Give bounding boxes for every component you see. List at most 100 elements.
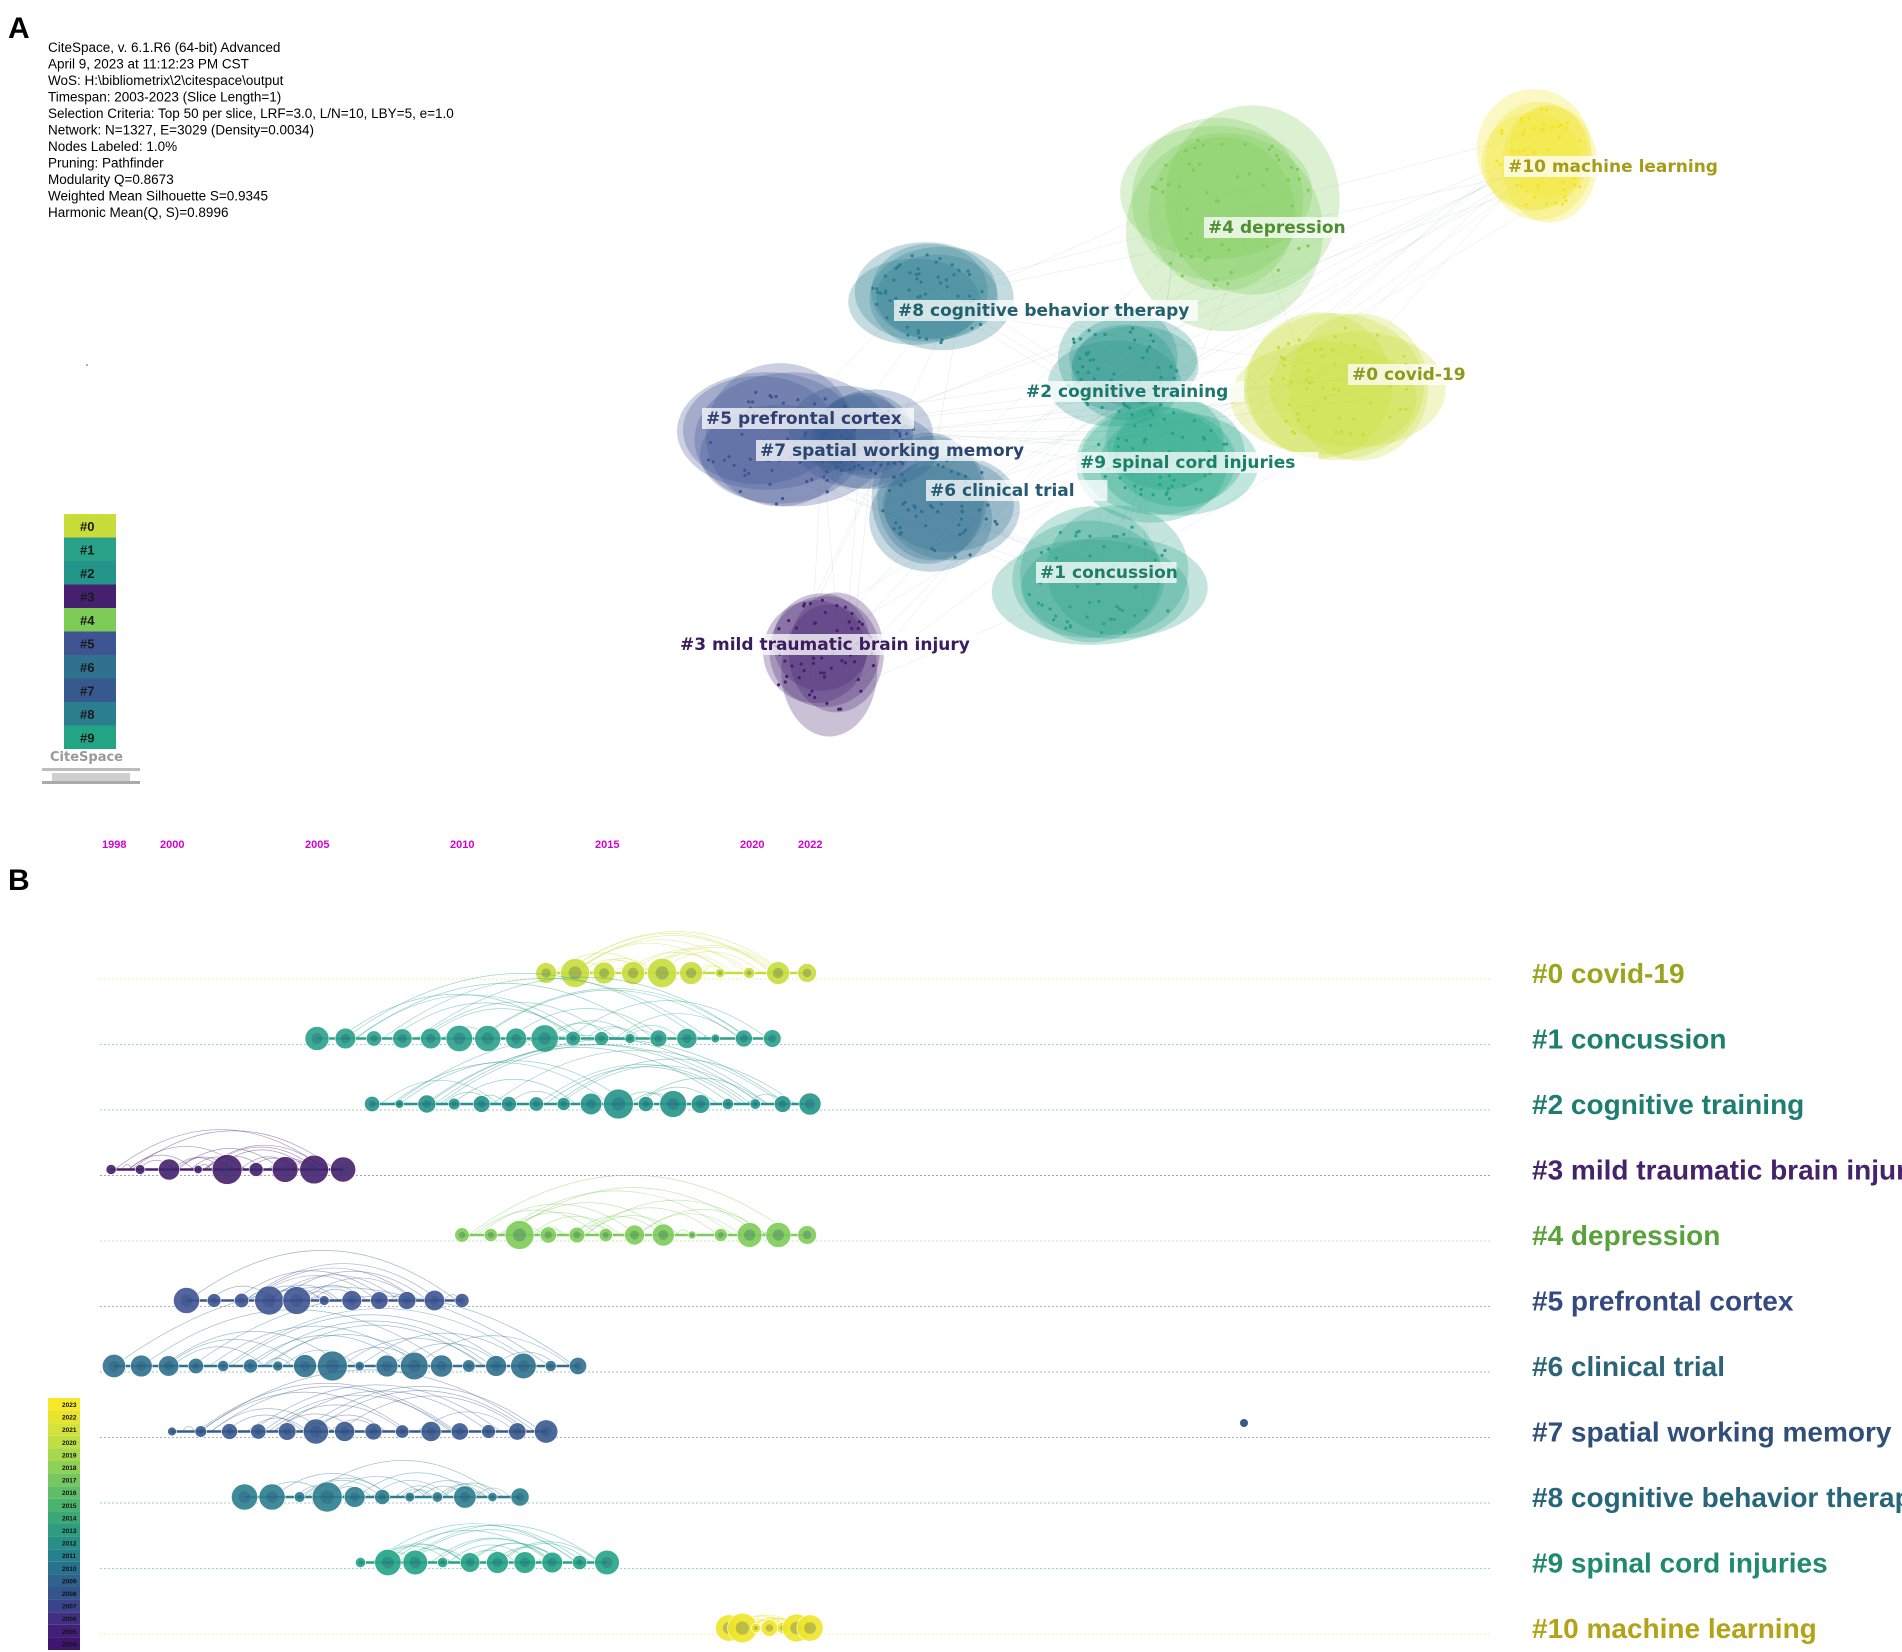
cluster-node bbox=[1306, 244, 1310, 248]
year-legend-swatch bbox=[48, 1612, 80, 1625]
cluster-node bbox=[928, 503, 933, 508]
cluster-node bbox=[1159, 177, 1164, 181]
timeline-node bbox=[282, 1286, 311, 1315]
cluster-node bbox=[1348, 432, 1352, 436]
timeline-node-core bbox=[455, 1427, 464, 1436]
cluster-node bbox=[887, 488, 892, 493]
year-legend-swatch bbox=[48, 1448, 80, 1461]
cluster-node bbox=[799, 662, 803, 666]
cluster-node bbox=[1132, 338, 1137, 342]
timeline-node bbox=[690, 1094, 711, 1114]
citation-arc bbox=[269, 1274, 400, 1301]
cluster-label: #9 spinal cord injuries bbox=[1080, 453, 1295, 473]
timeline-node bbox=[341, 1290, 362, 1311]
cluster-node bbox=[1275, 154, 1279, 158]
panel-b-letter: B bbox=[8, 864, 30, 897]
cluster-label: #2 cognitive training bbox=[1026, 382, 1228, 402]
timeline-node-core bbox=[368, 1100, 376, 1108]
legend-swatch bbox=[64, 725, 116, 749]
cluster-node bbox=[888, 299, 892, 303]
timeline-node bbox=[568, 1226, 586, 1244]
timeline-node-core bbox=[422, 1099, 431, 1109]
cluster-node bbox=[1091, 358, 1096, 362]
citation-arc bbox=[440, 1482, 504, 1498]
citation-arc bbox=[171, 1346, 266, 1367]
cluster-node bbox=[1265, 167, 1269, 172]
cluster-blob bbox=[1021, 536, 1208, 639]
cluster-node bbox=[1498, 162, 1502, 166]
cluster-node bbox=[978, 322, 983, 327]
cluster-node bbox=[876, 290, 880, 294]
cluster-node bbox=[825, 490, 829, 494]
info-line: Network: N=1327, E=3029 (Density=0.0034) bbox=[48, 123, 314, 138]
cluster-node bbox=[912, 504, 916, 508]
cluster-node bbox=[811, 656, 816, 660]
year-legend-label: 2016 bbox=[62, 1490, 77, 1497]
timeline-node-core bbox=[744, 1229, 756, 1241]
citation-arc bbox=[393, 1035, 769, 1105]
citation-arc bbox=[413, 1335, 571, 1367]
timeline-node-core bbox=[586, 1099, 596, 1109]
cluster-node bbox=[1290, 165, 1294, 170]
cluster-node bbox=[1125, 404, 1129, 409]
cluster-node bbox=[883, 274, 887, 278]
timeline-node bbox=[1240, 1419, 1248, 1427]
network-edge bbox=[915, 505, 1080, 563]
timeline-node bbox=[647, 958, 678, 988]
cluster-node bbox=[770, 468, 774, 472]
timeline-label: #10 machine learning bbox=[1532, 1613, 1817, 1644]
citation-arc bbox=[113, 1286, 550, 1367]
cluster-node bbox=[1276, 345, 1281, 349]
cluster-node bbox=[1123, 486, 1127, 490]
year-legend-label: 2007 bbox=[62, 1604, 77, 1611]
network-edge bbox=[933, 207, 1217, 482]
cluster-node bbox=[908, 271, 912, 275]
cluster-node bbox=[1220, 243, 1224, 247]
timeline-node-core bbox=[320, 1490, 334, 1504]
timeline-node-core bbox=[725, 1101, 731, 1107]
timeline-node-core bbox=[440, 1560, 446, 1565]
timeline-label: #0 covid-19 bbox=[1532, 958, 1685, 989]
cluster-node bbox=[1139, 492, 1143, 497]
cluster-node bbox=[1284, 419, 1288, 423]
cluster-node bbox=[1333, 362, 1337, 366]
cluster-node bbox=[1203, 258, 1207, 262]
cluster-node bbox=[1142, 440, 1146, 444]
cluster-node bbox=[819, 671, 823, 675]
cluster-node bbox=[1051, 618, 1056, 622]
cluster-node bbox=[1306, 188, 1310, 192]
cluster-node bbox=[810, 689, 814, 693]
cluster-node bbox=[1164, 163, 1168, 167]
citation-arc bbox=[503, 1202, 673, 1236]
cluster-node bbox=[746, 400, 751, 404]
network-edge bbox=[763, 460, 932, 517]
legend-swatch bbox=[64, 584, 116, 608]
timeline-node bbox=[420, 1421, 442, 1442]
cluster-node bbox=[956, 294, 960, 298]
citation-arc bbox=[197, 1382, 457, 1432]
cluster-node bbox=[1205, 190, 1209, 195]
timeline-node-core bbox=[381, 1556, 394, 1569]
timeline-node bbox=[736, 1222, 763, 1248]
year-legend-swatch bbox=[48, 1461, 80, 1474]
timeline-node bbox=[592, 961, 616, 985]
timeline-label: #4 depression bbox=[1532, 1220, 1720, 1251]
cluster-node bbox=[1532, 150, 1536, 155]
cluster-node bbox=[1527, 116, 1531, 121]
cluster-node bbox=[1100, 406, 1104, 410]
timeline-node bbox=[714, 1228, 728, 1242]
cluster-node bbox=[1168, 261, 1172, 265]
cluster-node bbox=[1305, 387, 1309, 391]
cluster-node bbox=[1172, 478, 1176, 482]
cluster-node bbox=[894, 428, 898, 432]
cluster-node bbox=[802, 602, 807, 606]
cluster-node bbox=[1500, 128, 1504, 133]
cluster-node bbox=[1065, 620, 1069, 624]
cluster-node bbox=[1158, 483, 1162, 487]
timeline-label: #6 clinical trial bbox=[1532, 1351, 1725, 1382]
year-legend-label: 2012 bbox=[62, 1541, 77, 1548]
timeline-node bbox=[687, 1230, 697, 1240]
cluster-node bbox=[825, 701, 829, 706]
citation-arc bbox=[210, 1386, 452, 1432]
